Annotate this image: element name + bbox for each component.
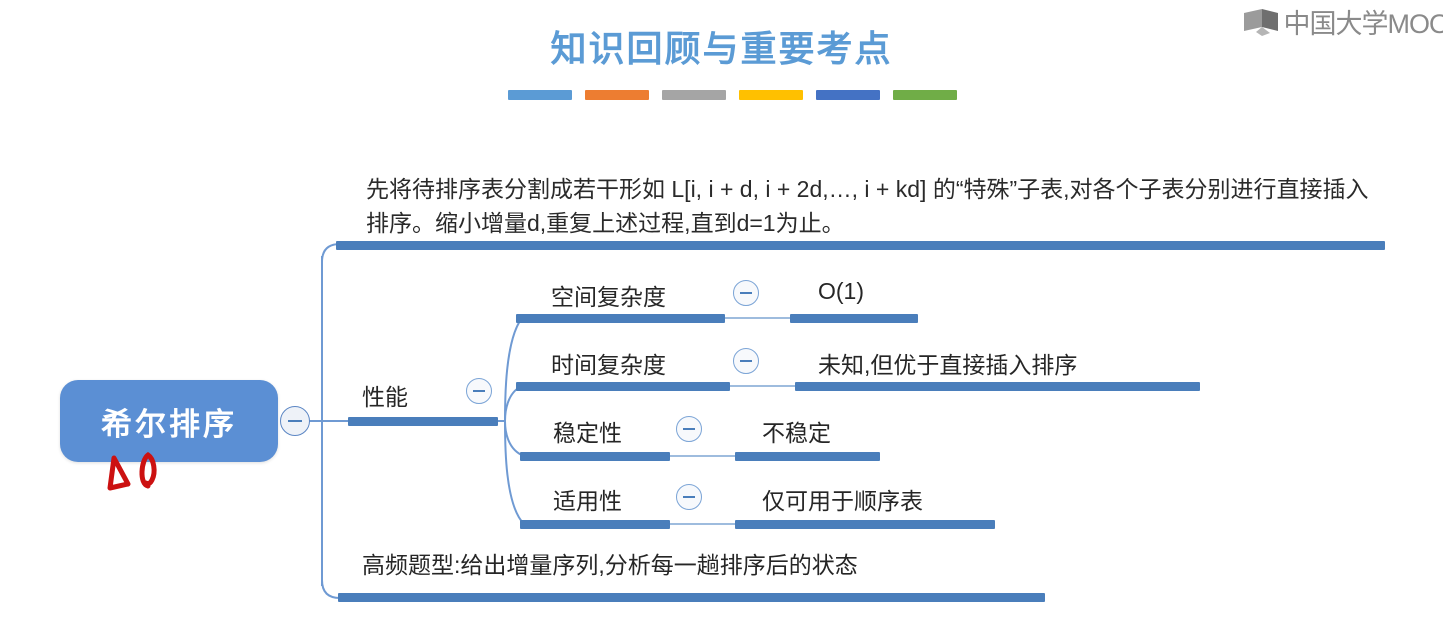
- applicability-label-bar[interactable]: [520, 520, 670, 529]
- bottom-branch-label: 高频题型:给出增量序列,分析每一趟排序后的状态: [362, 552, 858, 578]
- mooc-book-logo-icon: [1242, 7, 1280, 37]
- applicability-value-bar[interactable]: [735, 520, 995, 529]
- accent-bar-1: [508, 90, 572, 100]
- performance-node-label: 性能: [362, 384, 408, 410]
- accent-bar-group: [508, 90, 957, 100]
- top-branch-bar[interactable]: [336, 241, 1385, 250]
- applicability-collapse-toggle-icon[interactable]: [676, 484, 702, 510]
- mooc-logo: 中国大学MOO: [1242, 2, 1443, 41]
- bottom-branch-bar[interactable]: [338, 593, 1045, 602]
- performance-collapse-toggle-icon[interactable]: [466, 378, 492, 404]
- child-label-applicability: 适用性: [553, 488, 622, 514]
- space-complexity-label-bar[interactable]: [516, 314, 725, 323]
- stability-label-bar[interactable]: [520, 452, 670, 461]
- accent-bar-4: [739, 90, 803, 100]
- time-complexity-value-bar[interactable]: [795, 382, 1200, 391]
- performance-branch-bar[interactable]: [348, 417, 498, 426]
- space-complexity-value-bar[interactable]: [790, 314, 918, 323]
- accent-bar-5: [816, 90, 880, 100]
- stability-collapse-toggle-icon[interactable]: [676, 416, 702, 442]
- red-annotation-marks: [92, 446, 182, 497]
- time-complexity-collapse-toggle-icon[interactable]: [733, 348, 759, 374]
- accent-bar-6: [893, 90, 957, 100]
- accent-bar-2: [585, 90, 649, 100]
- mindmap-root-node[interactable]: 希尔排序: [60, 380, 278, 462]
- child-value-time-complexity: 未知,但优于直接插入排序: [818, 352, 1078, 378]
- child-label-time-complexity: 时间复杂度: [551, 352, 666, 378]
- child-value-space-complexity: O(1): [818, 278, 864, 304]
- intro-paragraph: 先将待排序表分割成若干形如 L[i, i + d, i + 2d,…, i + …: [366, 176, 1369, 236]
- page-title: 知识回顾与重要考点: [550, 28, 893, 69]
- stability-value-bar[interactable]: [735, 452, 880, 461]
- accent-bar-3: [662, 90, 726, 100]
- mooc-logo-text: 中国大学MOO: [1283, 9, 1443, 39]
- child-value-stability: 不稳定: [762, 420, 831, 446]
- mindmap-root-label: 希尔排序: [101, 406, 237, 442]
- child-label-space-complexity: 空间复杂度: [551, 284, 666, 310]
- child-label-stability: 稳定性: [553, 420, 622, 446]
- child-value-applicability: 仅可用于顺序表: [762, 488, 923, 514]
- root-collapse-toggle-icon[interactable]: [280, 406, 310, 436]
- space-complexity-collapse-toggle-icon[interactable]: [733, 280, 759, 306]
- time-complexity-label-bar[interactable]: [516, 382, 730, 391]
